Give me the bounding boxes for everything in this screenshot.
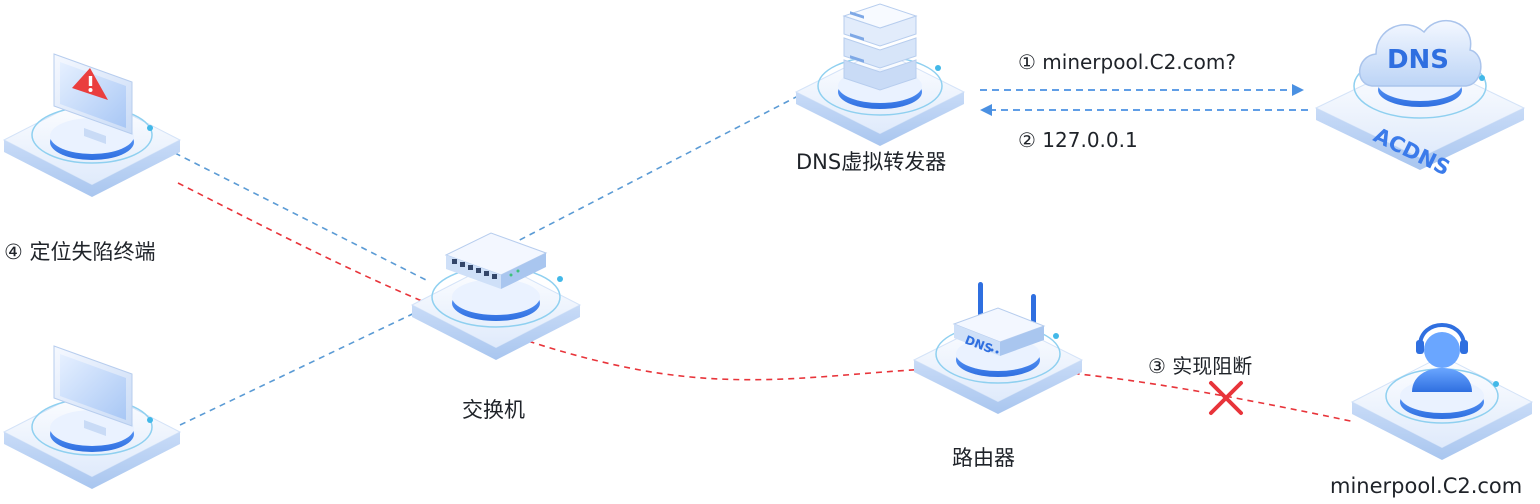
node-switch <box>410 232 582 360</box>
dns-cloud-icon: DNS <box>1358 20 1482 87</box>
label-switch: 交换机 <box>462 398 525 422</box>
node-terminal-infected <box>2 53 182 197</box>
node-router: DNS <box>912 282 1084 414</box>
connections <box>164 84 1356 426</box>
warning-monitor-icon <box>53 53 133 144</box>
label-c2-host: minerpool.C2.com <box>1330 474 1523 498</box>
link-normal-to-switch <box>179 307 426 426</box>
label-dns-forwarder: DNS虚拟转发器 <box>796 150 947 174</box>
node-c2-host <box>1350 323 1534 460</box>
block-x-icon <box>1209 381 1243 415</box>
step-block: ③ 实现阻断 <box>1148 354 1253 378</box>
cloud-dns-text: DNS <box>1387 45 1449 75</box>
node-acdns: DNS ACDNS <box>1314 20 1526 180</box>
step-reply: ② 127.0.0.1 <box>1018 128 1138 152</box>
node-dns-forwarder <box>794 3 966 146</box>
label-router: 路由器 <box>952 446 1015 470</box>
monitor-icon <box>53 345 133 436</box>
user-headset-icon <box>1412 323 1472 392</box>
step-query: ① minerpool.C2.com? <box>1018 50 1236 74</box>
label-terminal-infected: ④ 定位失陷终端 <box>4 240 156 264</box>
network-switch-icon <box>444 232 548 289</box>
node-terminal-normal <box>2 345 182 489</box>
server-stack-icon <box>842 3 918 91</box>
link-switch-to-forwarder <box>509 94 801 246</box>
router-icon: DNS <box>952 282 1046 356</box>
link-trace-red <box>177 182 1356 423</box>
link-infected-to-switch <box>164 147 431 283</box>
